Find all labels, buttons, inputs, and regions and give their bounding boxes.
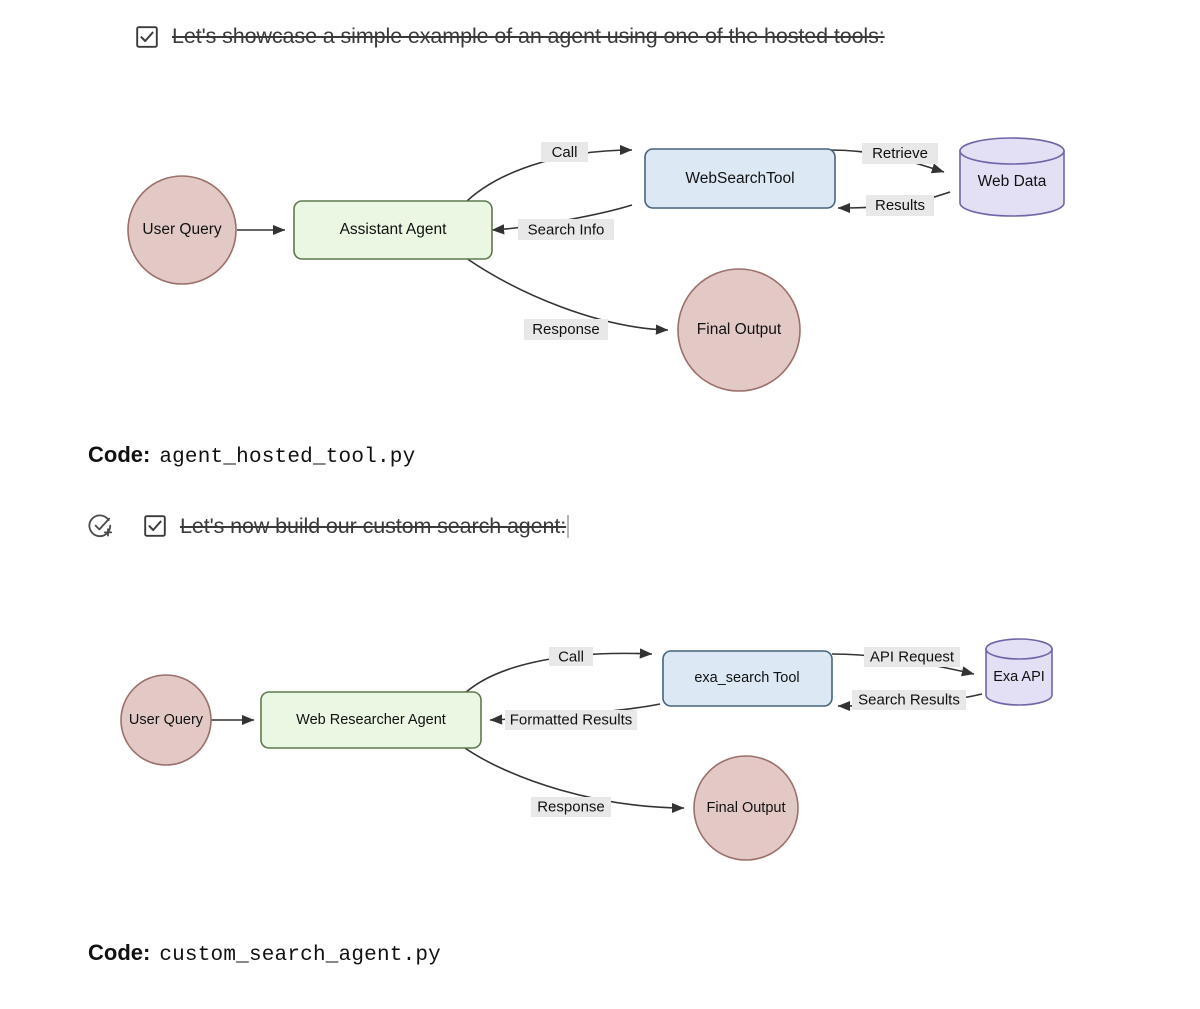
edge-label-api-request: API Request [864,647,960,667]
edge-label-response-text: Response [532,321,600,338]
edge-label-retrieve-text: Retrieve [872,145,928,162]
node-assistant-agent[interactable]: Assistant Agent [293,200,493,260]
edge-web-researcher-to-exa-search-tool [461,648,653,697]
edge-label-call: Call [549,647,593,666]
hosted-tool-flow-svg: User Query Assistant Agent WebSearchTool… [127,137,1065,392]
code-caption-1: Code: agent_hosted_tool.py [88,442,415,469]
node-web-search-tool-label: WebSearchTool [685,170,794,187]
node-user-query[interactable]: User Query [127,175,237,285]
section-2-heading-text: Let's now build our custom search agent: [180,513,567,538]
add-task-circle-icon[interactable] [88,513,114,539]
edge-label-response: Response [524,319,608,340]
node-web-researcher-agent[interactable]: Web Researcher Agent [260,691,482,749]
node-user-query-label: User Query [129,712,204,728]
code-label-1: Code: [88,442,151,467]
edge-assistant-agent-to-web-search-tool [462,144,633,206]
code-filename-2[interactable]: custom_search_agent.py [159,944,441,967]
node-web-researcher-agent-label: Web Researcher Agent [296,712,446,728]
section-1-heading-text: Let's showcase a simple example of an ag… [172,24,885,48]
edge-label-search-info-text: Search Info [528,221,605,238]
edge-label-results: Results [866,195,934,216]
edge-label-call-text: Call [552,144,578,161]
edge-label-api-request-text: API Request [870,648,955,665]
node-exa-search-tool-label: exa_search Tool [694,670,799,686]
node-exa-search-tool[interactable]: exa_search Tool [662,650,833,707]
edge-label-results-text: Results [875,197,925,214]
code-filename-1[interactable]: agent_hosted_tool.py [159,446,416,469]
node-final-output[interactable]: Final Output [693,755,799,861]
edge-label-search-results: Search Results [852,690,966,710]
custom-search-flow-svg: User Query Web Researcher Agent exa_sear… [120,638,1053,861]
code-label-2: Code: [88,940,151,965]
node-final-output[interactable]: Final Output [677,268,801,392]
node-user-query-label: User Query [142,221,221,238]
node-exa-api-label: Exa API [993,669,1045,685]
code-caption-2: Code: custom_search_agent.py [88,940,441,967]
node-web-data-label: Web Data [978,173,1047,190]
node-web-search-tool[interactable]: WebSearchTool [644,148,836,209]
edge-label-call-text: Call [558,648,584,665]
edge-label-search-results-text: Search Results [858,691,960,708]
edge-label-formatted-results-text: Formatted Results [510,711,633,728]
edge-label-response-text: Response [537,798,605,815]
text-cursor [567,514,569,538]
node-exa-api[interactable]: Exa API [985,638,1053,706]
custom-search-flow-diagram: User Query Web Researcher Agent exa_sear… [0,620,1200,900]
hosted-tool-flow-diagram: User Query Assistant Agent WebSearchTool… [0,120,1200,420]
node-web-data[interactable]: Web Data [959,137,1065,217]
edge-label-search-info: Search Info [518,219,614,240]
section-2-heading-row[interactable]: Let's now build our custom search agent: [88,513,569,539]
edge-assistant-agent-to-final-output [465,257,669,335]
edge-label-call: Call [541,142,588,162]
checked-checkbox-icon[interactable] [136,25,158,48]
checked-checkbox-icon[interactable] [144,515,166,537]
node-final-output-label: Final Output [707,800,786,816]
edge-label-formatted-results: Formatted Results [505,710,637,730]
node-final-output-label: Final Output [697,321,782,338]
edge-web-researcher-to-final-output [461,745,685,814]
edge-label-response: Response [531,797,611,817]
node-user-query[interactable]: User Query [120,674,212,766]
node-assistant-agent-label: Assistant Agent [340,221,448,238]
edge-label-retrieve: Retrieve [862,143,938,164]
section-1-heading-row[interactable]: Let's showcase a simple example of an ag… [136,24,885,49]
